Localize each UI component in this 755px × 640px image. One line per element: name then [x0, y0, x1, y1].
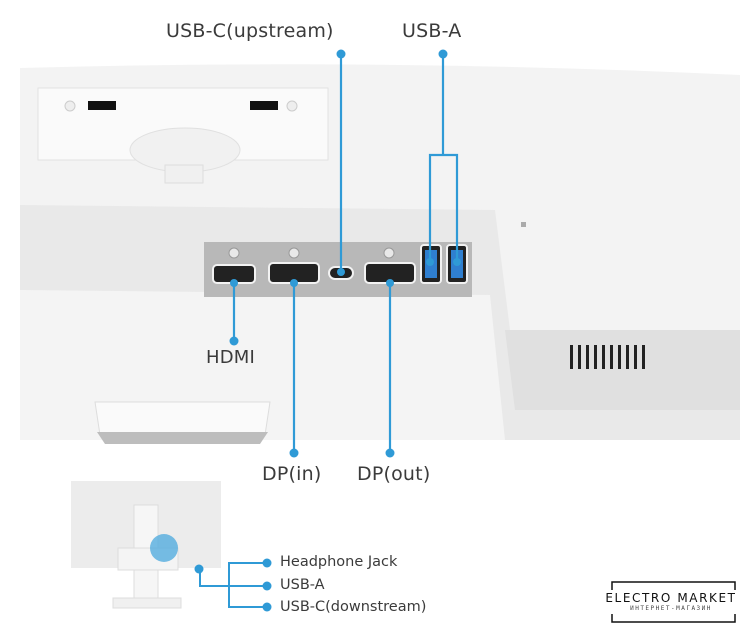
label-dp-in: DP(in)	[262, 463, 322, 485]
watermark-logo: ELECTRO MARKET ИНТЕРНЕТ-МАГАЗИН	[605, 582, 737, 622]
vesa-slot-left	[88, 101, 116, 110]
watermark-subtitle: ИНТЕРНЕТ-МАГАЗИН	[630, 605, 712, 612]
label-usb-a-top: USB-A	[402, 20, 462, 42]
label-usb-a-side: USB-A	[280, 577, 325, 593]
label-usb-c-downstream: USB-C(downstream)	[280, 599, 427, 615]
highlight-circle	[150, 534, 178, 562]
vent-area	[505, 330, 740, 410]
watermark-title: ELECTRO MARKET	[605, 591, 737, 605]
logo-frame	[611, 581, 736, 623]
side-callout-lines	[199, 562, 266, 608]
vent-grille	[570, 345, 645, 369]
callout-dots	[229, 49, 461, 458]
monitor-thumbnail	[71, 481, 221, 609]
vesa-slot-right	[250, 101, 278, 110]
stand-foot	[94, 401, 271, 436]
label-hdmi: HDMI	[206, 347, 256, 368]
callout-lines	[232, 55, 459, 452]
label-dp-out: DP(out)	[357, 463, 431, 485]
label-headphone-jack: Headphone Jack	[280, 554, 398, 570]
label-usb-c-upstream: USB-C(upstream)	[166, 20, 334, 42]
